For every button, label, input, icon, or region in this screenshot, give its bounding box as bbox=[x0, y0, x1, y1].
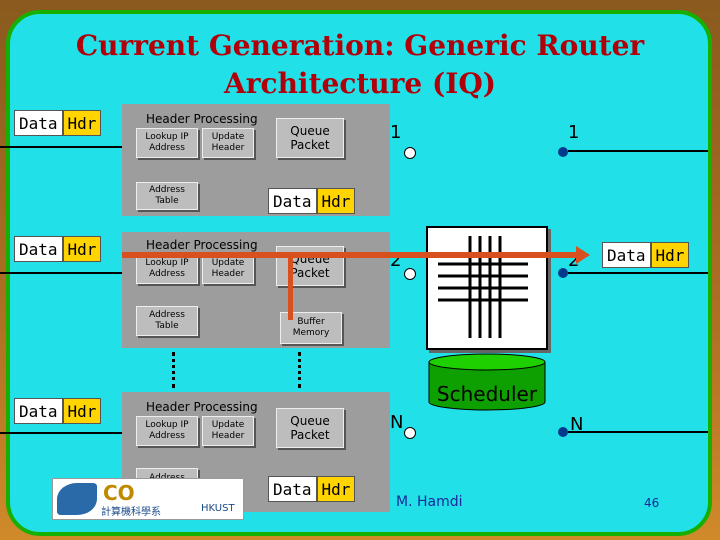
input-line-2 bbox=[0, 272, 122, 274]
port-dot-out-2 bbox=[558, 268, 568, 278]
buffer-path-arrow bbox=[288, 258, 293, 320]
packet-data-label: Data bbox=[14, 236, 63, 262]
university-logo: CO 計算機科學系 HKUST bbox=[52, 478, 244, 520]
input-line-n bbox=[0, 432, 122, 434]
header-processing-label: Header Processing bbox=[146, 400, 258, 414]
input-packet-n: Data Hdr bbox=[14, 398, 102, 424]
fabric-packet: Data Hdr bbox=[268, 188, 356, 214]
header-processing-label: Header Processing bbox=[146, 238, 258, 252]
packet-hdr-label: Hdr bbox=[62, 110, 102, 136]
logo-emblem bbox=[57, 483, 97, 515]
queue-packet-box: Queue Packet bbox=[276, 408, 344, 448]
packet-hdr-label: Hdr bbox=[316, 476, 356, 502]
output-packet: Data Hdr bbox=[602, 242, 690, 268]
packet-data-label: Data bbox=[14, 398, 63, 424]
port-dot-in-n bbox=[404, 427, 416, 439]
packet-hdr-label: Hdr bbox=[62, 398, 102, 424]
logo-hkust-text: HKUST bbox=[201, 503, 235, 514]
port-dot-in-1 bbox=[404, 147, 416, 159]
author-label: M. Hamdi bbox=[396, 494, 463, 510]
output-line-n bbox=[568, 431, 708, 433]
port-label-out-1: 1 bbox=[568, 122, 580, 143]
port-label-in-2: 2 bbox=[390, 250, 402, 271]
packet-data-label: Data bbox=[268, 476, 317, 502]
queue-packet-box: Queue Packet bbox=[276, 118, 344, 158]
packet-hdr-label: Hdr bbox=[316, 188, 356, 214]
packet-path-arrow bbox=[122, 252, 580, 258]
packet-hdr-label: Hdr bbox=[650, 242, 690, 268]
update-box: Update Header bbox=[202, 254, 254, 284]
input-line-1 bbox=[0, 146, 122, 148]
lookup-box: Lookup IP Address bbox=[136, 416, 198, 446]
buffer-memory-box: Buffer Memory bbox=[280, 312, 342, 344]
update-box: Update Header bbox=[202, 416, 254, 446]
port-dot-out-n bbox=[558, 427, 568, 437]
scheduler-label: Scheduler bbox=[436, 382, 538, 406]
slide-title-line1: Current Generation: Generic Router bbox=[75, 29, 645, 62]
update-box: Update Header bbox=[202, 128, 254, 158]
packet-data-label: Data bbox=[14, 110, 63, 136]
crossbar-grid bbox=[438, 236, 528, 338]
lookup-box: Lookup IP Address bbox=[136, 128, 198, 158]
input-packet-1: Data Hdr bbox=[14, 110, 102, 136]
lookup-box: Lookup IP Address bbox=[136, 254, 198, 284]
page-number: 46 bbox=[644, 496, 660, 510]
output-line-2 bbox=[568, 272, 708, 274]
logo-department-text: 計算機科學系 bbox=[101, 507, 161, 518]
packet-hdr-label: Hdr bbox=[62, 236, 102, 262]
slide-title-line2: Architecture (IQ) bbox=[224, 67, 496, 100]
port-label-out-n: N bbox=[570, 414, 584, 435]
port-label-in-n: N bbox=[390, 412, 404, 433]
port-label-in-1: 1 bbox=[390, 122, 402, 143]
packet-data-label: Data bbox=[268, 188, 317, 214]
header-processing-label: Header Processing bbox=[146, 112, 258, 126]
queued-packet-n: Data Hdr bbox=[268, 476, 356, 502]
port-dot-out-1 bbox=[558, 147, 568, 157]
port-block-2: Header Processing Lookup IP Address Upda… bbox=[122, 232, 390, 348]
scheduler-cylinder bbox=[428, 353, 546, 411]
ellipsis-dots-left bbox=[172, 352, 175, 388]
port-label-out-2: 2 bbox=[568, 250, 580, 271]
address-table-box: Address Table bbox=[136, 182, 198, 210]
packet-data-label: Data bbox=[602, 242, 651, 268]
path-arrow-head bbox=[576, 246, 590, 264]
port-dot-in-2 bbox=[404, 268, 416, 280]
address-table-box: Address Table bbox=[136, 306, 198, 336]
crossbar-switch bbox=[426, 226, 548, 350]
output-line-1 bbox=[568, 150, 708, 152]
ellipsis-dots-right bbox=[298, 352, 301, 388]
input-packet-2: Data Hdr bbox=[14, 236, 102, 262]
